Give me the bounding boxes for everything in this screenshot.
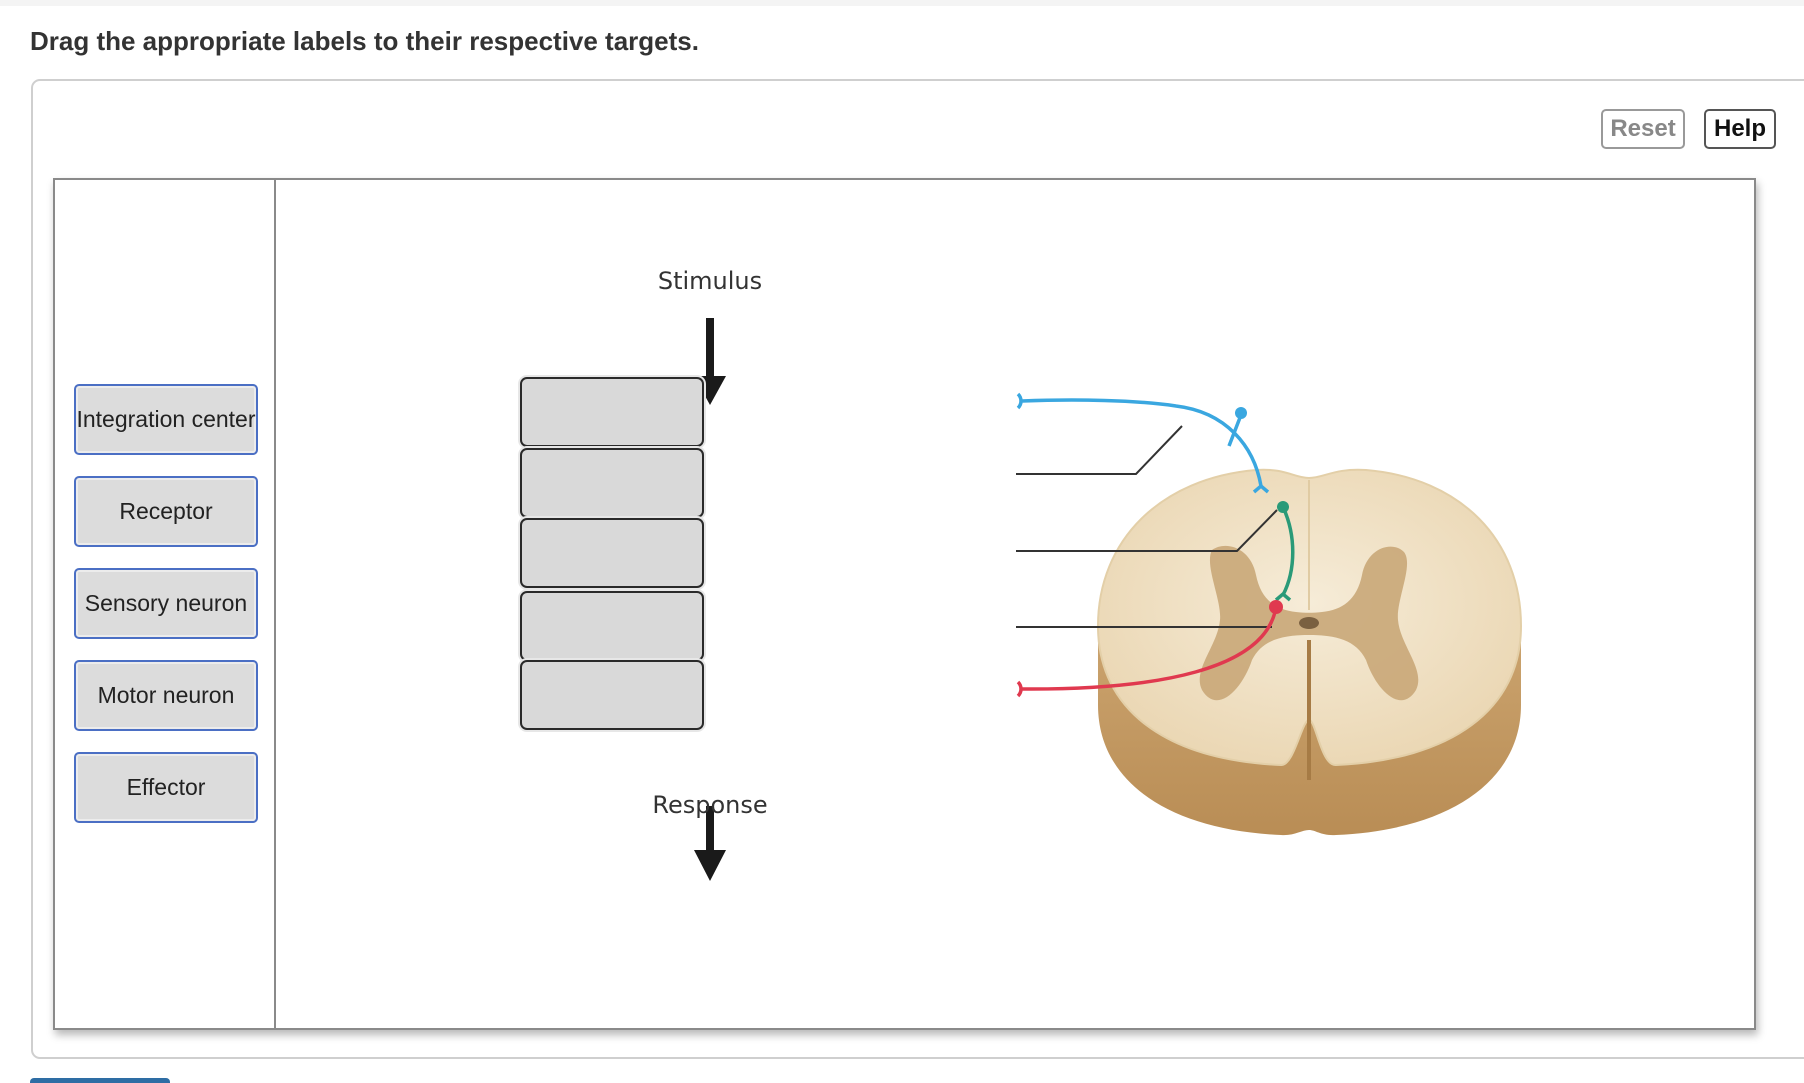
response-label: Response <box>652 791 768 819</box>
draggable-label-sensory-neuron[interactable]: Sensory neuron <box>74 568 258 639</box>
help-button[interactable]: Help <box>1704 109 1776 149</box>
drop-target-1[interactable] <box>520 377 704 447</box>
drag-drop-workspace: Integration center Receptor Sensory neur… <box>53 178 1756 1030</box>
motor-neuron-path <box>1016 600 1283 698</box>
drop-target-5[interactable] <box>520 660 704 730</box>
spinal-cord-cross-section <box>1096 468 1523 836</box>
draggable-label-integration-center[interactable]: Integration center <box>74 384 258 455</box>
drop-target-4[interactable] <box>520 591 704 661</box>
response-arrow <box>694 806 726 881</box>
drop-target-2[interactable] <box>520 448 704 518</box>
stimulus-label: Stimulus <box>657 267 763 295</box>
draggable-label-effector[interactable]: Effector <box>74 752 258 823</box>
reflex-arc-illustration <box>694 318 1523 881</box>
pointer-lines <box>1016 425 1278 628</box>
sensory-neuron-path <box>1016 392 1270 494</box>
drop-target-3[interactable] <box>520 518 704 588</box>
draggable-label-motor-neuron[interactable]: Motor neuron <box>74 660 258 731</box>
draggable-label-receptor[interactable]: Receptor <box>74 476 258 547</box>
label-bank: Integration center Receptor Sensory neur… <box>55 180 276 1028</box>
reset-button[interactable]: Reset <box>1601 109 1685 149</box>
bottom-tab-edge <box>30 1078 170 1083</box>
interneuron-path <box>1274 501 1295 602</box>
top-strip <box>0 0 1804 6</box>
instruction-text: Drag the appropriate labels to their res… <box>30 26 699 56</box>
